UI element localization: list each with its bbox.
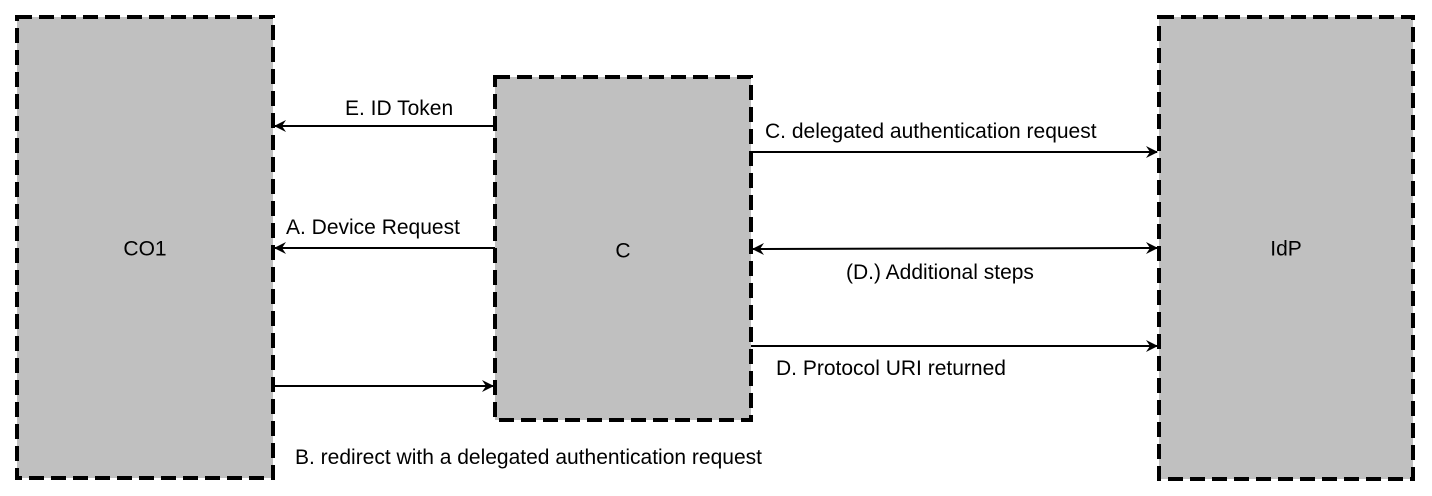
- c-label: C: [615, 240, 630, 263]
- d-additional-steps-label: (D.) Additional steps: [846, 261, 1034, 284]
- c-delegated-request-label: C. delegated authentication request: [765, 120, 1097, 143]
- co1-label: CO1: [123, 238, 166, 261]
- co1-box: [15, 15, 275, 480]
- edge-e-id-token: E. ID Token: [274, 97, 495, 132]
- edge-d-protocol-uri: D. Protocol URI returned: [751, 340, 1158, 380]
- edge-d-additional-steps: (D.) Additional steps: [752, 242, 1158, 284]
- idp-label: IdP: [1270, 238, 1302, 261]
- a-device-request-label: A. Device Request: [286, 216, 460, 239]
- node-idp: IdP: [1157, 15, 1415, 481]
- d-additional-steps-arrow: [752, 242, 1158, 255]
- edge-a-device-request: A. Device Request: [274, 216, 495, 254]
- b-redirect-label: B. redirect with a delegated authenticat…: [295, 446, 762, 469]
- e-id-token-label: E. ID Token: [345, 97, 453, 120]
- edge-c-delegated-request: C. delegated authentication request: [751, 120, 1158, 158]
- edge-b-redirect: B. redirect with a delegated authenticat…: [273, 380, 762, 469]
- d-protocol-uri-label: D. Protocol URI returned: [776, 357, 1006, 380]
- c-box: [493, 75, 753, 422]
- idp-box: [1157, 15, 1415, 481]
- node-co1: CO1: [15, 15, 275, 480]
- node-c: C: [493, 75, 753, 422]
